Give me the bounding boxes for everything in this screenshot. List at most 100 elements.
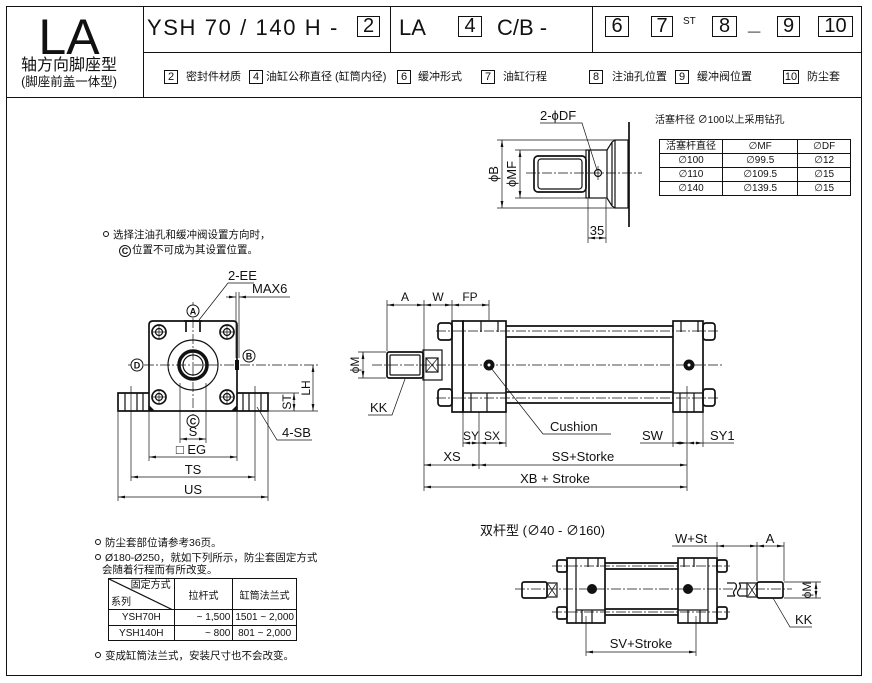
rod-thread [533, 155, 587, 193]
legend-label: 密封件材质 [186, 71, 241, 83]
port-leader-line [198, 282, 254, 321]
dimension-label-sv: SV+Stroke [610, 636, 673, 651]
top-port-mark [680, 321, 699, 332]
table-cell: ∅110 [659, 167, 723, 182]
table-cell: YSH140H [108, 625, 175, 641]
max6-label: MAX6 [252, 281, 287, 296]
table-row: YSH140H ~ 800 801 ~ 2,000 [108, 625, 297, 641]
legend-label: 缓冲形式 [418, 71, 462, 83]
dimension-label-b: ϕB [486, 166, 501, 182]
table-header-cell: 拉杆式 [173, 578, 234, 610]
oil-port-center [487, 363, 491, 367]
double-rod-title: 双杆型 (∅40 - ∅160) [480, 523, 605, 538]
nut-outline [219, 324, 235, 340]
tie-rod-nut [219, 389, 235, 405]
legend-box: 9 [675, 70, 689, 84]
rod-thread-root [389, 354, 421, 376]
bullet-icon [95, 554, 101, 560]
marker-letter: B [246, 352, 253, 362]
note-text: Ø180-Ø250，就如下列所示，防尘套固定方式 [105, 552, 318, 564]
dimension-label-eg: □ EG [176, 442, 206, 457]
boot-note-2: Ø180-Ø250，就如下列所示，防尘套固定方式 [95, 552, 317, 564]
table-cell: ∅15 [797, 181, 851, 196]
rod-wrench-flat [422, 349, 443, 381]
thread-leader-line [772, 597, 812, 628]
rod-cover-flange [614, 139, 629, 209]
table-cell: ∅99.5 [721, 153, 799, 168]
nut-cross [153, 391, 165, 403]
cushion-label: Cushion [550, 419, 598, 434]
boot-note-1: 防尘套部位请参考36页。 [95, 537, 222, 549]
marker-circle [242, 349, 256, 363]
table-row: YSH70H ~ 1,500 1501 ~ 2,000 [108, 609, 297, 626]
code-box-valve: 9 [777, 16, 800, 37]
marker-circle [186, 414, 200, 428]
legend-box: 10 [783, 70, 799, 84]
fillet [231, 405, 237, 411]
oil-port-rear [683, 584, 693, 594]
header-divider [6, 97, 862, 99]
drawing-frame [6, 6, 862, 676]
legend-label: 油缸公称直径 (缸筒内径) [266, 71, 387, 83]
front-cover [462, 320, 507, 413]
oil-port-mark [184, 320, 202, 332]
table-header-cell: 活塞杆直径 [659, 139, 723, 154]
table-header-row: 活塞杆直径 ∅MF ∅DF [659, 139, 851, 154]
header-divider [390, 6, 392, 52]
rod-thread-left [521, 581, 548, 599]
legend-label: 油缸行程 [503, 71, 547, 83]
front-view: A B C D MAX6 2-EE S □ EG TS [117, 268, 320, 501]
legend-box: 6 [397, 70, 411, 84]
thread-leader-line [368, 378, 406, 416]
boot-note-2-continued: 会随着行程而有所改变。 [102, 564, 218, 576]
table-cell: ∅139.5 [721, 181, 799, 196]
position-marker-b: B [242, 349, 256, 363]
note-text: 防尘套部位请参考36页。 [105, 537, 222, 549]
table-cell: ∅100 [659, 153, 723, 168]
boot-note-3: 变成缸筒法兰式，安装尺寸也不会改变。 [95, 650, 294, 662]
piston-rod-inner [182, 354, 204, 376]
legend-box: 7 [481, 70, 495, 84]
table-cell: YSH70H [108, 609, 175, 626]
model-code-suffix: C/B - [497, 15, 548, 40]
table-row: ∅110 ∅109.5 ∅15 [659, 167, 851, 182]
diagonal-divider [109, 579, 173, 610]
wrench-flat-cross [747, 583, 757, 597]
model-code-mount: LA [399, 15, 426, 40]
hole-label: 2-ϕDF [540, 108, 576, 123]
series-name: 轴方向脚座型 [20, 57, 117, 74]
note-text: 位置不可成为其设置位置。 [132, 244, 258, 256]
code-box-port: 8 [712, 16, 737, 37]
note-text: 变成缸筒法兰式，安装尺寸也不会改变。 [105, 650, 294, 662]
table-row: ∅140 ∅139.5 ∅15 [659, 181, 851, 196]
nut-outline [151, 324, 167, 340]
tie-rod-nut [151, 389, 167, 405]
legend-box: 8 [589, 70, 603, 84]
port-label: 2-EE [228, 268, 257, 283]
nut-cross [153, 326, 165, 338]
top-port-mark [480, 321, 499, 332]
piston-rod-circle [177, 349, 209, 381]
dimension-label-wst: W+St [675, 531, 708, 546]
tie-rod-nut [151, 324, 167, 340]
table-header-cell: ∅MF [721, 139, 799, 154]
header-divider [592, 6, 594, 52]
dimension-label-w: W [432, 290, 444, 304]
corner-label-top: 固定方式 [130, 580, 171, 591]
nut-cross [221, 326, 233, 338]
cushion-leader-line [490, 367, 611, 435]
legend-label: 注油孔位置 [612, 71, 667, 83]
dimension-label-35: 35 [590, 223, 604, 238]
dimension-label-fp: FP [462, 290, 477, 304]
legend-box: 4 [249, 70, 263, 84]
rod-break-mark [732, 582, 742, 597]
table-cell: ~ 1,500 [173, 609, 234, 626]
table-cell: 801 ~ 2,000 [232, 625, 297, 641]
code-box-stroke: 7 [651, 16, 673, 37]
code-box-bore: 4 [458, 16, 482, 37]
hole-leader-line [540, 122, 598, 171]
rod-chamfer [606, 139, 616, 209]
table-cell: ∅140 [659, 181, 723, 196]
